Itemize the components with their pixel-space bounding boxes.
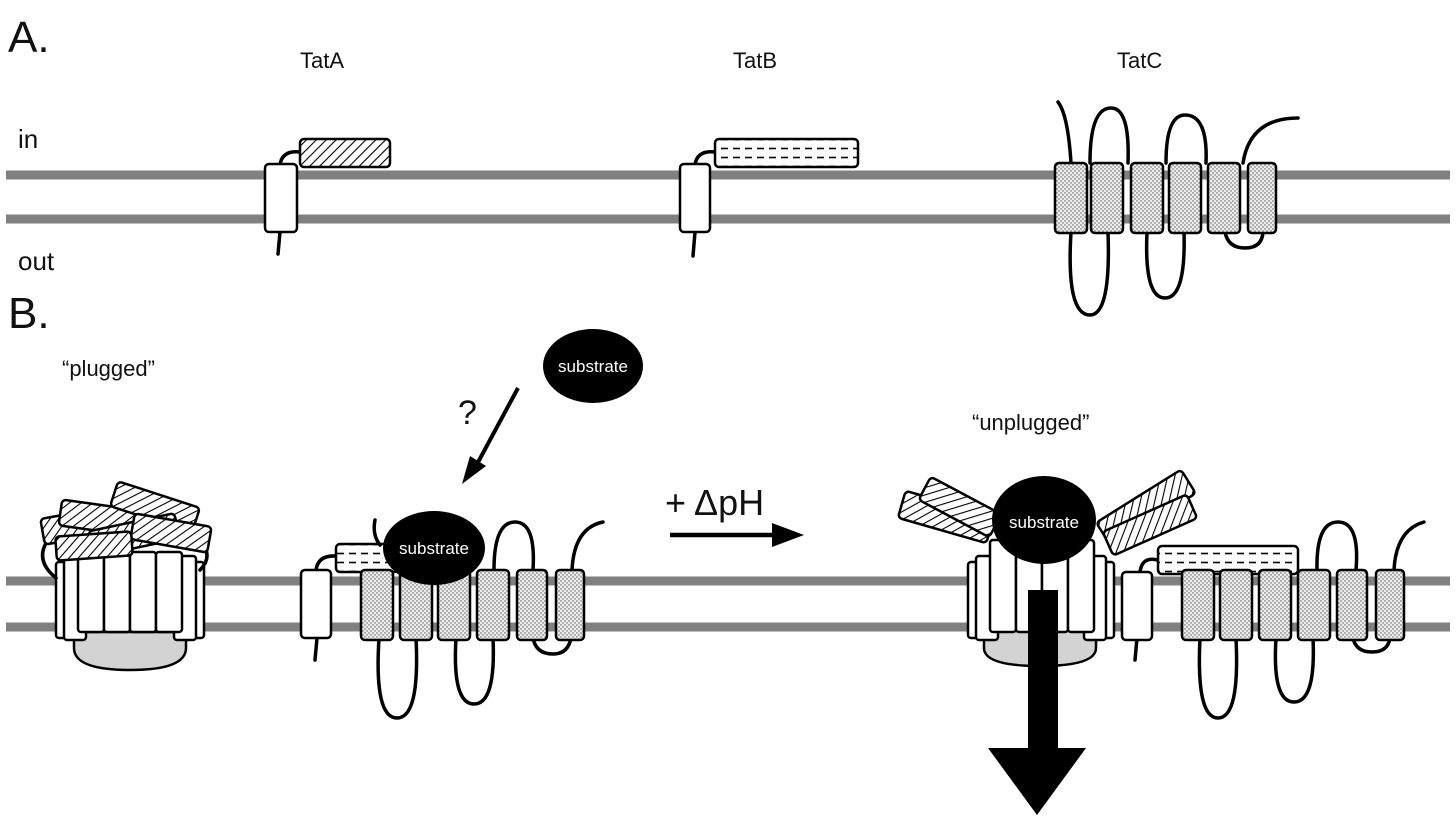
tata-amphipathic-helix [298, 137, 392, 169]
substrate-free [543, 329, 643, 403]
tatc-helix-5 [1206, 161, 1242, 235]
tatc-helix-c1 [1180, 568, 1216, 642]
unplugged-complex: substrate [897, 469, 1198, 815]
tata-oligomer-plugged [39, 481, 213, 672]
substrate-translocating-label: substrate [1009, 513, 1079, 532]
tatc-helix-1 [1053, 161, 1089, 235]
tatc-label: TatC [1117, 48, 1162, 73]
delta-ph-transition: + ΔpH [665, 482, 804, 547]
tatbc-unplugged [1120, 520, 1426, 720]
tatc-helix-b6 [554, 568, 586, 642]
panel-a-label: A. [8, 13, 50, 62]
side-in-label: in [18, 124, 38, 154]
tatc-helix-b1 [359, 568, 395, 642]
tatc-helix-c4 [1296, 568, 1332, 642]
delta-ph-arrow-head [772, 523, 804, 547]
substrate-bound [383, 511, 485, 585]
tatb-protein [678, 137, 860, 258]
tatb-helix-c [1120, 570, 1154, 642]
tatc-helix-c6 [1374, 568, 1406, 642]
tatc-helix-6 [1246, 161, 1278, 235]
delta-ph-label: + ΔpH [665, 482, 764, 523]
unplugged-label: “unplugged” [972, 410, 1089, 435]
binding-arrow [474, 387, 520, 467]
tata-transmembrane-helix [263, 162, 299, 234]
tatb-helix-b [299, 568, 333, 640]
free-substrate: substrate ? [458, 329, 643, 484]
tatc-helix-2 [1089, 161, 1125, 235]
tatc-protein [1053, 100, 1300, 317]
panel-b-label: B. [8, 289, 50, 338]
panel-b: B. “plugged” “unplugged” [6, 289, 1450, 815]
side-out-label: out [18, 246, 55, 276]
tatc-helix-c2 [1218, 568, 1254, 642]
tatb-transmembrane-helix [678, 162, 712, 234]
tatc-helix-3 [1129, 161, 1165, 235]
tatc-helix-4 [1167, 161, 1203, 235]
tatc-helix-c3 [1257, 568, 1293, 642]
tata-protein [263, 137, 392, 256]
translocation-arrow-head [988, 748, 1086, 815]
question-mark: ? [458, 394, 477, 432]
panel-a: A. TatA TatB TatC in out [6, 13, 1450, 317]
tatc-helix-c5 [1335, 568, 1369, 642]
substrate-free-label: substrate [558, 357, 628, 376]
tatc-helix-b4 [475, 568, 511, 642]
tatbc-complex: substrate [299, 511, 605, 720]
tata-label: TatA [300, 48, 344, 73]
substrate-bound-label: substrate [399, 539, 469, 558]
translocation-arrow-shaft [1028, 590, 1058, 750]
binding-arrow-head [462, 456, 486, 484]
substrate-translocating [992, 476, 1096, 564]
plugged-label: “plugged” [62, 356, 155, 381]
tatc-helix-b5 [515, 568, 549, 642]
tatb-amphipathic-helix [713, 137, 860, 169]
tatb-label: TatB [733, 48, 777, 73]
